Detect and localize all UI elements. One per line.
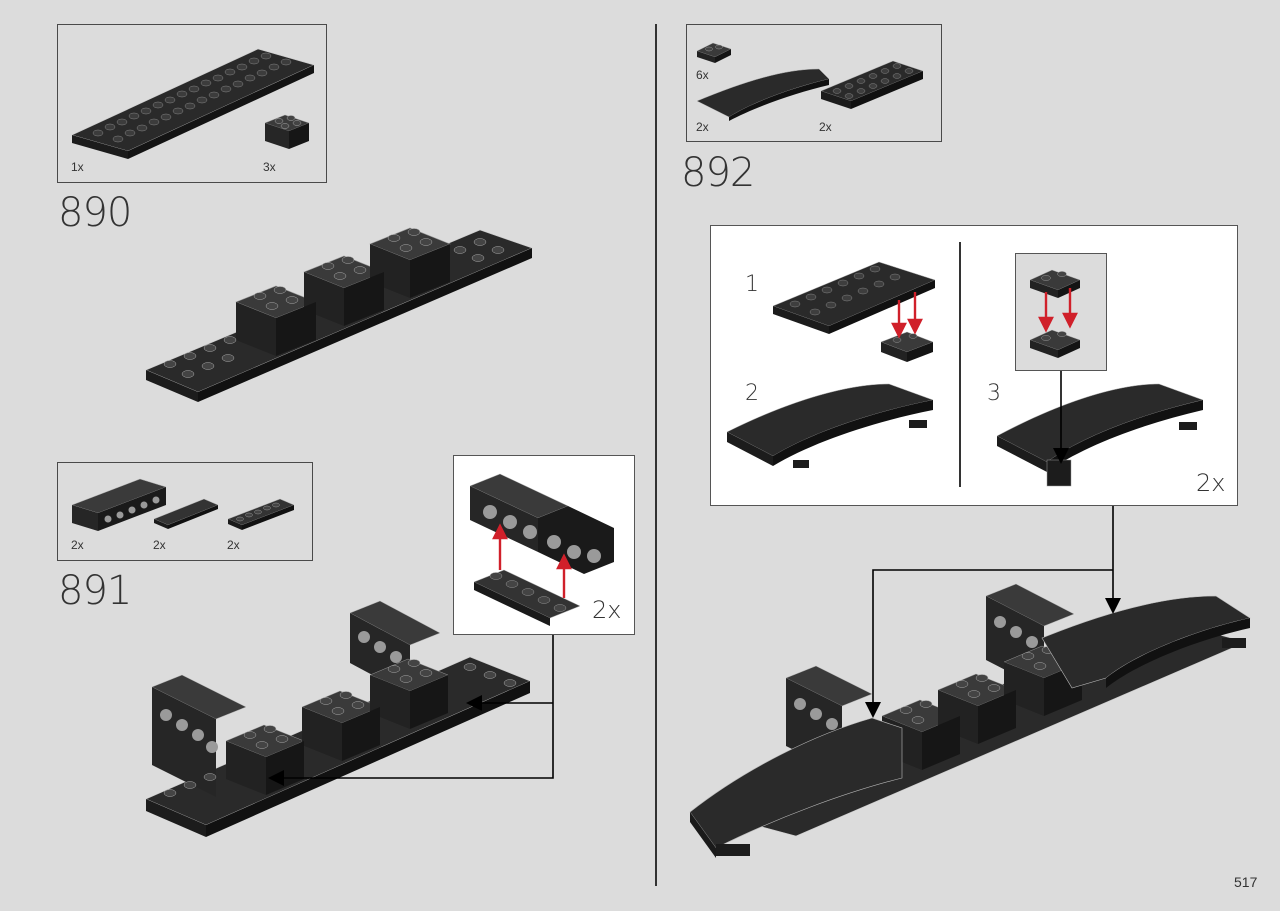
substep-number: 1 bbox=[745, 272, 759, 297]
callout-892: 1 2 3 bbox=[710, 225, 1238, 506]
assembly-892 bbox=[689, 583, 1251, 858]
substep-3-inset bbox=[1015, 253, 1107, 371]
parts-list-890: 1x 3x bbox=[57, 24, 327, 183]
part-count: 3x bbox=[263, 160, 276, 174]
substep-1-icon bbox=[772, 261, 936, 362]
part-count: 2x bbox=[696, 120, 709, 134]
part-count: 1x bbox=[71, 160, 84, 174]
multiplier: 2x bbox=[592, 596, 622, 624]
curved-slope-icon bbox=[696, 68, 830, 121]
part-count: 2x bbox=[819, 120, 832, 134]
substep-2-icon bbox=[726, 383, 934, 468]
part-count: 2x bbox=[227, 538, 240, 552]
page-divider bbox=[655, 24, 657, 886]
callout-divider bbox=[959, 242, 961, 487]
assembly-890 bbox=[145, 227, 533, 402]
parts-list-891: 2x 2x 2x bbox=[57, 462, 313, 561]
substep-3-icon bbox=[996, 383, 1204, 487]
plate-2x16-icon bbox=[71, 48, 315, 159]
assembly-891 bbox=[145, 600, 531, 837]
plate-2x6-icon bbox=[820, 60, 924, 109]
substep-number: 2 bbox=[745, 381, 759, 406]
part-count: 2x bbox=[71, 538, 84, 552]
substep-3-leader bbox=[1053, 371, 1069, 464]
step-number: 890 bbox=[58, 190, 132, 236]
plate-1x6-icon bbox=[227, 498, 295, 530]
step-number: 892 bbox=[681, 150, 755, 196]
part-count: 2x bbox=[153, 538, 166, 552]
plate-pair-icon bbox=[1029, 269, 1081, 358]
parts-list-892: 6x 2x 2x bbox=[686, 24, 942, 142]
step-number: 891 bbox=[58, 568, 132, 614]
technic-brick-1x6-icon bbox=[71, 478, 167, 531]
substep-number: 3 bbox=[987, 381, 1001, 406]
tile-1x6-icon bbox=[153, 498, 219, 529]
part-count: 6x bbox=[696, 68, 709, 82]
page-number: 517 bbox=[1234, 874, 1258, 890]
plate-1x2-icon bbox=[696, 42, 732, 63]
callout-891: 2x bbox=[453, 455, 635, 635]
brick-2x2-icon bbox=[264, 114, 310, 149]
subassembly-technic-icon bbox=[469, 473, 614, 626]
multiplier: 2x bbox=[1196, 469, 1226, 497]
